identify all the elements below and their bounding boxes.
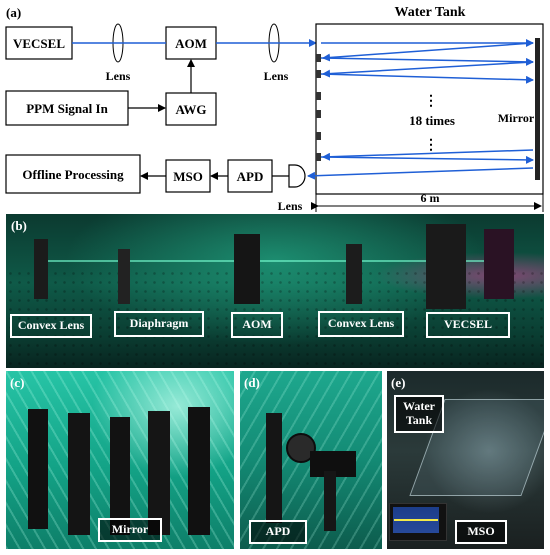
panel-a-label: (a) (6, 5, 21, 20)
apd-mount-2 (324, 471, 336, 531)
apd-mount-1 (266, 413, 282, 523)
optic-mount-6 (484, 229, 514, 299)
tag-aom: AOM (231, 312, 283, 338)
tag-water-tank: Water Tank (394, 395, 444, 433)
beam-path-7 (320, 155, 534, 164)
dots-upper: ⋮ (424, 94, 438, 109)
vecsel-box (5, 26, 73, 60)
optic-mount-2 (118, 249, 130, 304)
photo-apd: (d) APD (240, 371, 382, 549)
offline-box (5, 154, 141, 194)
mirror-mount-3 (110, 417, 130, 535)
beam-path-6 (322, 149, 534, 161)
water-tank-outline (315, 23, 544, 195)
large-mirror-bar (535, 38, 540, 180)
tag-water-tank-line1: Water (403, 399, 435, 413)
tag-mirror: Mirror (98, 518, 162, 542)
mirror-mount-4 (148, 411, 170, 535)
tag-convex-lens-2: Convex Lens (318, 311, 404, 337)
mso-box (165, 159, 211, 193)
tag-vecsel: VECSEL (426, 312, 510, 338)
photo-tank: (e) Water Tank MSO (387, 371, 544, 549)
mirror-mount-1 (28, 409, 48, 529)
laser-beam-line (46, 260, 506, 262)
panel-e-label: (e) (391, 375, 406, 390)
tag-water-tank-line2: Tank (405, 412, 433, 427)
mirror-text: Mirror (498, 111, 535, 125)
panel-b-label: (b) (11, 218, 27, 233)
apd-box (227, 159, 273, 193)
tag-mso: MSO (455, 520, 507, 544)
beam-path-2 (322, 42, 534, 62)
water-tank-title: Water Tank (395, 5, 466, 20)
beam-path-5 (320, 73, 534, 84)
ppm-box (5, 90, 129, 126)
oscilloscope-trace (394, 519, 438, 521)
tag-convex-lens-1: Convex Lens (10, 314, 92, 338)
distance-text: 6 m (421, 191, 440, 205)
beam-path-4 (322, 61, 534, 78)
panel-d-label: (d) (244, 375, 260, 390)
optic-mount-1 (34, 239, 48, 299)
optic-mount-5 (426, 224, 466, 309)
lens-2-text: Lens (264, 69, 289, 83)
offline-text: Offline Processing (22, 167, 124, 182)
small-mirror-3 (316, 92, 321, 100)
awg-text: AWG (175, 102, 206, 117)
setup-schematic: (a) VECSEL Lens AOM Lens PPM Signal In A… (5, 5, 544, 213)
optic-mount-3 (234, 234, 260, 304)
small-mirror-4 (316, 110, 321, 118)
vecsel-text: VECSEL (13, 36, 65, 51)
ppm-text: PPM Signal In (26, 101, 108, 116)
small-mirror-2 (316, 70, 321, 78)
beam-path-8 (307, 167, 534, 180)
tag-diaphragm: Diaphragm (114, 311, 204, 337)
photo-bench: (b) Convex Lens Diaphragm AOM Convex Len… (6, 214, 544, 368)
mirror-mount-2 (68, 413, 90, 535)
times-text: 18 times (409, 113, 455, 128)
aom-text: AOM (175, 36, 207, 51)
lens-3-text: Lens (278, 199, 303, 213)
small-mirror-6 (316, 153, 321, 161)
tag-apd: APD (249, 520, 307, 544)
apd-text: APD (237, 169, 264, 184)
beam-path-3 (320, 57, 534, 66)
small-mirror-5 (316, 132, 321, 140)
panel-c-label: (c) (10, 375, 25, 390)
lens-1-text: Lens (106, 69, 131, 83)
collect-lens-shape (288, 164, 306, 188)
small-mirror-1 (316, 54, 321, 62)
mirror-mount-5 (188, 407, 210, 535)
mso-text: MSO (173, 169, 203, 184)
dots-lower: ⋮ (424, 138, 438, 153)
photo-mirrors: (c) Mirror (6, 371, 234, 549)
optic-mount-4 (346, 244, 362, 304)
